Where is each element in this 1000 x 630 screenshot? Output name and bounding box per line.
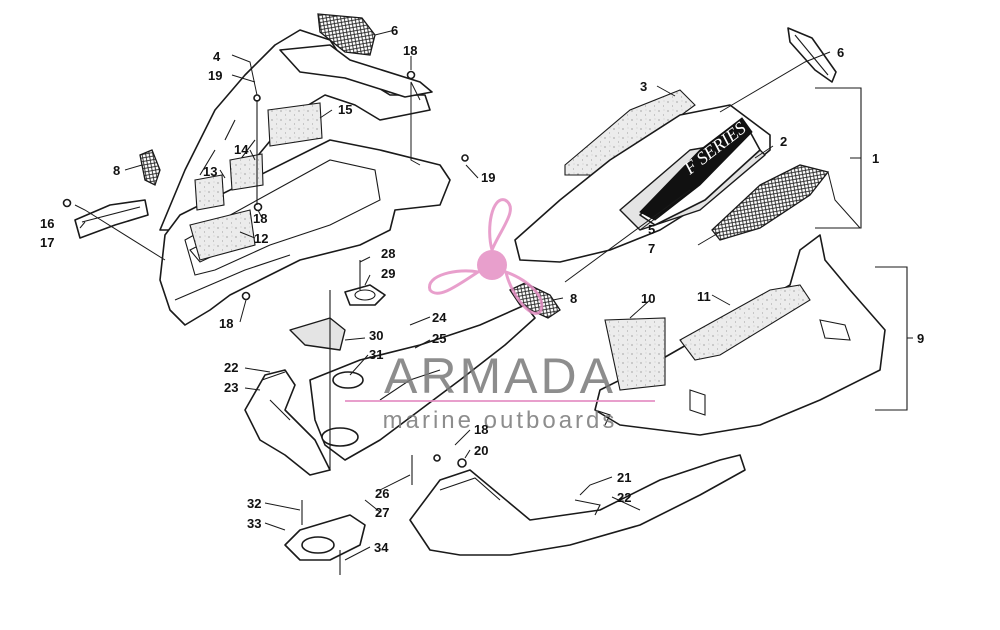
nut-18c [241,291,251,301]
callout-18-b: 18 [253,211,267,226]
callout-9: 9 [917,331,924,346]
screw-16 [62,198,72,208]
port-31 [332,371,364,389]
callout-labels: 1 2 3 4 5 6 6 7 8 8 9 10 11 12 13 14 15 … [40,23,924,555]
callout-18-a: 18 [403,43,417,58]
decal-11 [679,284,811,361]
callout-6-right: 6 [837,45,844,60]
vent-screen-7 [711,164,830,241]
watermark-tagline: marine outboards [383,407,618,434]
callout-8-left: 8 [113,163,120,178]
callout-31: 31 [369,347,383,362]
decal-14 [229,153,264,191]
callout-12: 12 [254,231,268,246]
callout-17: 17 [40,235,54,250]
decal-13 [194,174,225,211]
callout-10: 10 [641,291,655,306]
decal-3 [564,89,696,176]
decal-10 [604,317,666,391]
callout-25: 25 [432,331,446,346]
port-pan [321,427,359,447]
callout-6-top: 6 [391,23,398,38]
nut-18a [253,202,263,212]
callout-18-d: 18 [474,422,488,437]
nut-18b [406,70,416,80]
bracket-1 [815,87,862,229]
callout-24: 24 [432,310,447,325]
callout-26: 26 [375,486,389,501]
callout-34: 34 [374,540,389,555]
lower-panel-assembly [594,234,886,436]
hood-vent-trim [279,44,433,98]
callout-8-center: 8 [570,291,577,306]
nut-18d [433,454,441,462]
callout-19-b: 19 [481,170,495,185]
callout-20: 20 [474,443,488,458]
belly-pan-assembly [244,260,746,575]
clip-20 [457,458,467,468]
callout-1: 1 [872,151,879,166]
callout-29: 29 [381,266,395,281]
callout-22-a: 22 [224,360,238,375]
watermark-brand: ARMADA [384,348,616,404]
callout-5: 5 [648,222,655,237]
callout-18-c: 18 [219,316,233,331]
callout-15: 15 [338,102,352,117]
armada-watermark: ARMADA marine outboards [345,198,655,434]
callout-16: 16 [40,216,54,231]
callout-27: 27 [375,505,389,520]
callout-33: 33 [247,516,261,531]
callout-4: 4 [213,49,221,64]
vent-screen-8-left [139,149,161,186]
callout-23: 23 [224,380,238,395]
skid-pan-21 [409,454,746,556]
callout-3: 3 [640,79,647,94]
belly-pan-24 [309,304,536,461]
bracket-23 [244,369,331,476]
callout-11: 11 [697,289,711,304]
hood-frame-assembly [62,13,469,326]
decal-12 [189,209,256,261]
callout-14: 14 [234,142,249,157]
armada-logo-propeller [428,198,544,315]
vent-screen-6-top [317,13,376,56]
shield-30 [289,317,346,351]
callout-28: 28 [381,246,395,261]
bracket-17 [74,199,149,239]
callout-22-b: 22 [617,490,631,505]
callout-2: 2 [780,134,787,149]
drain-33 [301,536,335,554]
ring-29 [344,284,386,306]
callout-7: 7 [648,241,655,256]
screw-19b [461,154,469,162]
side-panel-assembly: F SERIES [509,27,837,319]
callout-30: 30 [369,328,383,343]
callout-13: 13 [203,164,217,179]
leader-lines [74,29,913,561]
series-badge-black [639,117,753,221]
callout-21: 21 [617,470,631,485]
callout-19-a: 19 [208,68,222,83]
decal-15 [267,102,323,147]
callout-32: 32 [247,496,261,511]
